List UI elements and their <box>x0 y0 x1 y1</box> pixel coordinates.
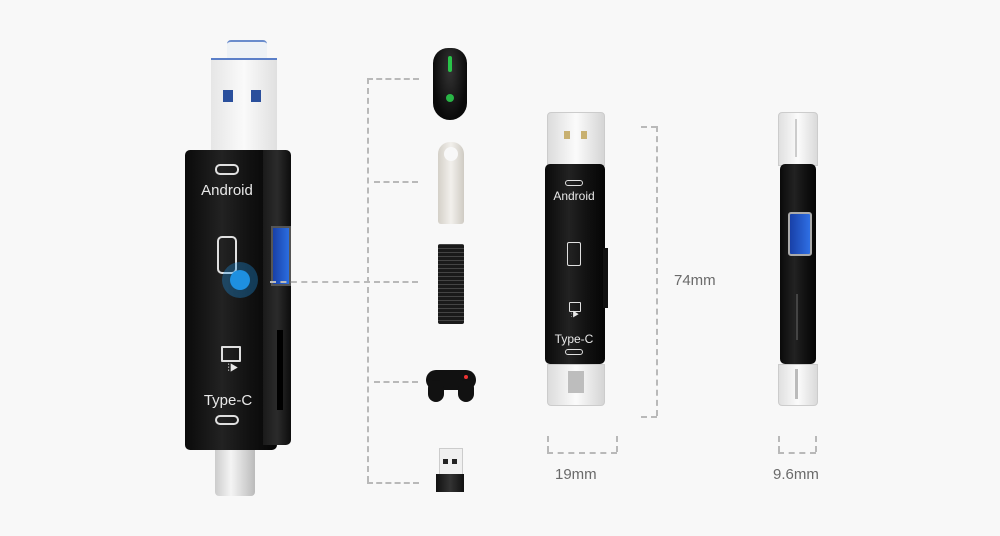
tf-card-icon: ⫶▶ <box>227 363 239 374</box>
tf-card-icon: ⫶▶ <box>570 310 580 319</box>
front-android-label: Android <box>553 189 595 203</box>
width-dimension-label: 19mm <box>555 466 597 483</box>
height-dim-top <box>641 126 657 128</box>
keyboard-icon <box>438 244 464 324</box>
front-type-c-label: Type-C <box>554 332 594 346</box>
sd-slot <box>277 330 283 410</box>
usb-a-cap <box>547 112 605 166</box>
micro-usb-port-icon <box>215 164 239 175</box>
sd-card-icon <box>569 302 581 312</box>
height-dimension-label: 74mm <box>674 272 716 289</box>
side-usb-a-slot <box>788 212 812 256</box>
micro-usb-port-icon <box>565 180 583 186</box>
height-dim-bottom <box>641 416 657 418</box>
usb-a-plug <box>211 58 277 152</box>
height-dim-line <box>656 126 658 416</box>
side-tf-slot <box>796 294 798 340</box>
front-view-reader: Android ⫶▶ Type-C <box>545 112 615 412</box>
large-card-reader: Android ⫶▶ Type-C <box>185 40 295 500</box>
highlight-dot <box>222 262 258 298</box>
width-dim-left <box>547 436 549 452</box>
usb-icon <box>217 236 237 274</box>
usb-flash-drive-icon <box>438 142 464 224</box>
side-type-c-cap <box>778 364 818 406</box>
usb-a-connector <box>227 40 267 60</box>
device-tree-trunk <box>367 78 369 482</box>
type-c-port-icon <box>565 349 583 355</box>
side-usb-a-cap <box>778 112 818 166</box>
depth-dim-line <box>778 452 816 454</box>
connector-line <box>270 281 370 283</box>
side-view-reader <box>778 112 820 412</box>
game-controller-icon <box>426 366 476 402</box>
type-c-label: Type-C <box>203 392 253 409</box>
depth-dim-right <box>815 436 817 452</box>
width-dim-line <box>547 452 617 454</box>
branch-keyboard <box>374 281 418 283</box>
gaming-mouse-icon <box>433 48 467 120</box>
type-c-port-icon <box>215 415 239 425</box>
side-body <box>780 164 816 364</box>
sd-card-icon <box>221 346 241 362</box>
branch-controller <box>374 381 418 383</box>
branch-adapter <box>367 482 419 484</box>
type-c-plug <box>215 450 255 496</box>
width-dim-right <box>616 436 618 452</box>
depth-dimension-label: 9.6mm <box>773 466 819 483</box>
reader-body <box>185 150 277 450</box>
front-body <box>545 164 605 364</box>
wireless-usb-adapter-icon <box>436 448 464 492</box>
type-c-cap <box>547 364 605 406</box>
android-label: Android <box>201 182 253 199</box>
branch-flash <box>374 181 418 183</box>
depth-dim-left <box>778 436 780 452</box>
usb-icon <box>567 242 581 266</box>
usb-a-slot <box>271 226 291 286</box>
branch-mouse <box>367 78 419 80</box>
